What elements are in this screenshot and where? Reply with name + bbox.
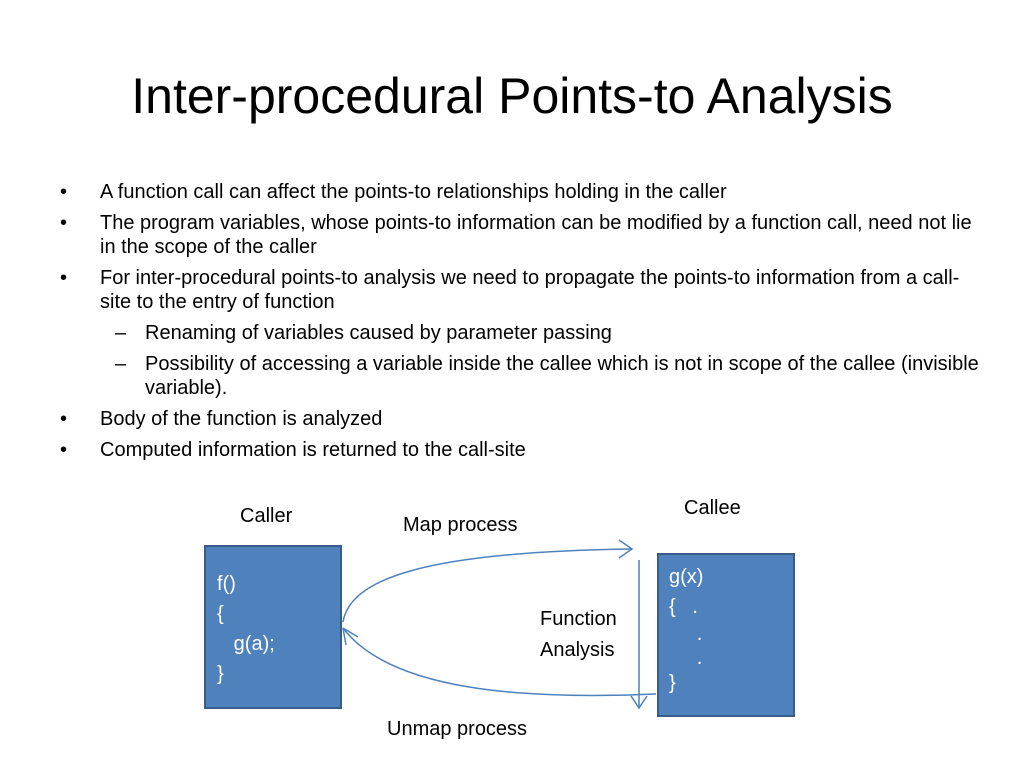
bullet-text: The program variables, whose points-to i… <box>100 212 972 258</box>
caller-code-line: { <box>217 603 224 625</box>
caller-box: f() { g(a); } <box>204 545 342 709</box>
map-arrowhead <box>618 539 634 559</box>
map-process-label: Map process <box>403 514 518 536</box>
callee-label: Callee <box>684 497 741 519</box>
bullet-list: • A function call can affect the points-… <box>60 180 980 469</box>
unmap-arrowhead <box>342 627 359 646</box>
callee-box: g(x) { . . . } <box>657 553 795 717</box>
sub-bullet-item: – Renaming of variables caused by parame… <box>60 321 980 345</box>
bullet-text: Body of the function is analyzed <box>100 408 383 430</box>
caller-code-line: f() <box>217 573 236 595</box>
bullet-marker: • <box>60 181 68 203</box>
sub-bullet-item: – Possibility of accessing a variable in… <box>60 352 980 400</box>
bullet-text: A function call can affect the points-to… <box>100 181 727 203</box>
bullet-item: • Body of the function is analyzed <box>60 407 980 431</box>
caller-code-line: } <box>217 663 224 685</box>
bullet-item: • The program variables, whose points-to… <box>60 211 980 259</box>
function-analysis-label-line1: Function <box>540 608 617 630</box>
caller-label: Caller <box>240 505 293 527</box>
sub-bullet-text: Renaming of variables caused by paramete… <box>145 322 612 344</box>
bullet-marker: • <box>60 267 68 289</box>
callee-code-line: g(x) <box>669 566 704 588</box>
unmap-process-label: Unmap process <box>387 718 528 740</box>
slide-title: Inter-procedural Points-to Analysis <box>131 68 893 124</box>
callee-code-line: . <box>669 647 703 669</box>
bullet-item: • A function call can affect the points-… <box>60 180 980 204</box>
map-arrow <box>342 548 633 623</box>
bullet-marker: • <box>60 408 68 430</box>
function-analysis-label-line2: Analysis <box>540 639 615 661</box>
callee-code-line: . <box>669 623 703 645</box>
bullet-marker: • <box>60 212 68 234</box>
callee-code-line: } <box>669 672 676 694</box>
sub-bullet-marker: – <box>115 353 127 375</box>
unmap-arrow <box>342 627 657 697</box>
sub-bullet-marker: – <box>115 322 127 344</box>
caller-code-line: g(a); <box>217 633 275 655</box>
bullet-text: For inter-procedural points-to analysis … <box>100 267 960 313</box>
callee-code-line: { . <box>669 596 698 618</box>
function-analysis-arrowhead <box>630 695 648 710</box>
bullet-item: • Computed information is returned to th… <box>60 438 980 462</box>
bullet-item: • For inter-procedural points-to analysi… <box>60 266 980 314</box>
sub-bullet-text: Possibility of accessing a variable insi… <box>145 353 979 399</box>
bullet-text: Computed information is returned to the … <box>100 439 526 461</box>
bullet-marker: • <box>60 439 68 461</box>
